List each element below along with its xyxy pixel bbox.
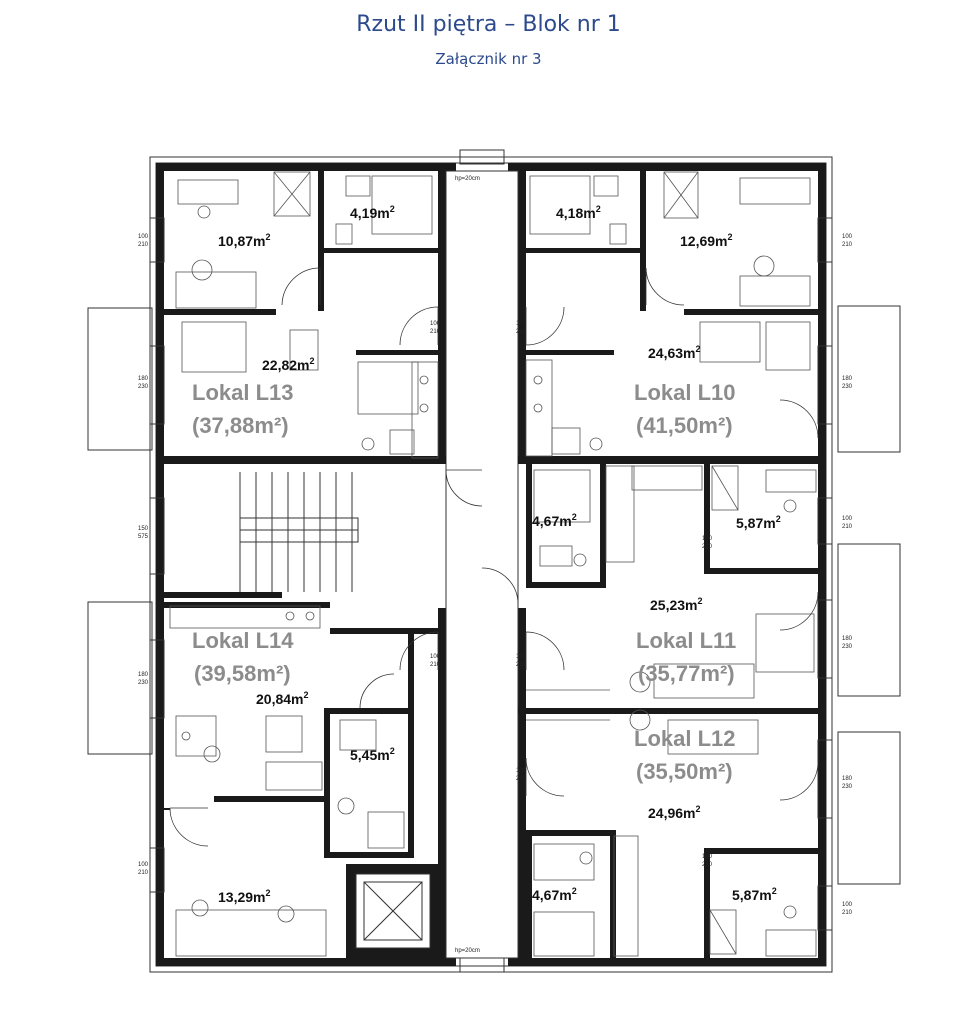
corridor-note-top: hp=20cm	[455, 176, 480, 182]
door-label-4b: 210	[516, 662, 527, 668]
page-title: Rzut II piętra – Blok nr 1	[356, 12, 621, 37]
walls-unit-l10	[518, 171, 818, 464]
doors	[169, 267, 819, 847]
window-label-r2b: 230	[842, 384, 853, 390]
door-label-3: 100	[430, 654, 441, 660]
window-label-l2: 180	[138, 376, 149, 382]
window-label-r6: 100	[842, 902, 853, 908]
unit-name-l10: Lokal L10	[634, 380, 735, 405]
door-label-5: 100	[516, 768, 527, 774]
balcony-right-lower	[837, 731, 901, 885]
room-area-r9: 25,23m2	[650, 596, 703, 613]
window-label-r5: 180	[842, 776, 853, 782]
unit-total-l12: (35,50m²)	[636, 759, 733, 784]
room-area-r14: 4,67m2	[532, 886, 577, 903]
room-areas: 10,87m2 4,19m2 4,18m2 12,69m2 22,82m2 24…	[218, 204, 781, 905]
unit-labels: Lokal L13 (37,88m²) Lokal L10 (41,50m²) …	[192, 380, 736, 784]
windows	[149, 149, 833, 973]
balcony-right-middle	[837, 543, 901, 697]
lift	[346, 864, 440, 958]
window-label-r4b: 230	[842, 644, 853, 650]
window-label-l5: 100	[138, 862, 149, 868]
door-label-2b: 210	[516, 329, 527, 335]
room-area-r1: 10,87m2	[218, 232, 271, 249]
unit-name-l14: Lokal L14	[192, 628, 294, 653]
balcony-left-upper	[87, 307, 153, 451]
window-label-r6b: 210	[842, 910, 853, 916]
page-subtitle: Załącznik nr 3	[435, 50, 542, 68]
balconies	[87, 305, 901, 885]
unit-name-l13: Lokal L13	[192, 380, 293, 405]
unit-name-l11: Lokal L11	[636, 628, 736, 653]
balcony-left-lower	[87, 601, 153, 755]
window-label-r3: 100	[842, 516, 853, 522]
furniture	[169, 171, 817, 957]
door-label-1: 100	[430, 321, 441, 327]
room-area-r2: 4,19m2	[350, 204, 395, 221]
door-label-4: 100	[516, 654, 527, 660]
room-area-r6: 24,63m2	[648, 344, 701, 361]
unit-total-l14: (39,58m²)	[194, 661, 291, 686]
window-label-r1: 100	[842, 234, 853, 240]
window-label-l1: 100	[138, 234, 149, 240]
window-label-l2b: 230	[138, 384, 149, 390]
window-label-l4b: 230	[138, 680, 149, 686]
unit-name-l12: Lokal L12	[634, 726, 735, 751]
window-label-l1b: 210	[138, 242, 149, 248]
door-label-6b: 210	[702, 544, 713, 550]
window-label-r4: 180	[842, 636, 853, 642]
door-label-6: 100	[702, 536, 713, 542]
room-area-r7: 4,67m2	[532, 512, 577, 529]
window-label-l3: 150	[138, 526, 149, 532]
room-area-r11: 5,45m2	[350, 746, 395, 763]
room-area-r10: 20,84m2	[256, 690, 309, 707]
door-label-7: 100	[702, 854, 713, 860]
door-label-1b: 210	[430, 329, 441, 335]
walls-unit-l11	[518, 464, 818, 721]
window-label-l3b: 575	[138, 534, 149, 540]
walls-unit-l14	[164, 602, 438, 858]
door-label-7b: 210	[702, 862, 713, 868]
staircase	[164, 472, 359, 598]
corridor-walls	[438, 170, 526, 959]
opening-labels: 100 210 180 230 150 575 180 230 100 210 …	[138, 176, 853, 954]
room-area-r3: 4,18m2	[556, 204, 601, 221]
corridor-note-bottom: hp=20cm	[455, 948, 480, 954]
room-area-r13: 13,29m2	[218, 888, 271, 905]
unit-total-l10: (41,50m²)	[636, 413, 733, 438]
room-area-r4: 12,69m2	[680, 232, 733, 249]
balcony-right-upper	[837, 305, 901, 453]
unit-total-l13: (37,88m²)	[192, 413, 289, 438]
room-area-r15: 5,87m2	[732, 886, 777, 903]
window-label-r5b: 230	[842, 784, 853, 790]
window-label-r3b: 210	[842, 524, 853, 530]
walls-unit-l13	[164, 171, 446, 464]
walls-unit-l12	[526, 830, 818, 958]
room-area-r12: 24,96m2	[648, 804, 701, 821]
window-label-r2: 180	[842, 376, 853, 382]
door-label-3b: 210	[430, 662, 441, 668]
room-area-r5: 22,82m2	[262, 356, 315, 373]
window-label-r1b: 210	[842, 242, 853, 248]
door-label-5b: 210	[516, 776, 527, 782]
unit-total-l11: (35,77m²)	[638, 661, 735, 686]
door-label-2: 100	[516, 321, 527, 327]
window-label-l4: 180	[138, 672, 149, 678]
window-label-l5b: 210	[138, 870, 149, 876]
room-area-r8: 5,87m2	[736, 514, 781, 531]
